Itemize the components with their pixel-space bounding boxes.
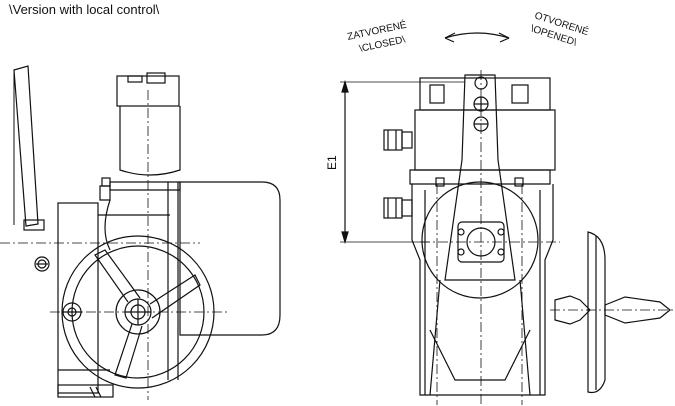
cable-gland-upper (383, 129, 413, 151)
motor-block (419, 77, 551, 111)
lever-hinge (23, 219, 45, 231)
lever-arm (13, 65, 39, 227)
gearbox-housing (179, 181, 281, 336)
actuator-housing (411, 184, 554, 396)
side-handwheel (587, 231, 606, 394)
rotation-arrow (444, 32, 510, 39)
position-disc (421, 181, 539, 299)
base-flange (57, 202, 99, 394)
wheel-handle (604, 296, 671, 324)
indicator-lever (444, 74, 516, 281)
caption: \Version with local control\ (9, 2, 160, 17)
motor-cap (119, 106, 181, 176)
motor-top (116, 75, 180, 107)
cable-gland-lower (383, 197, 413, 219)
bolt-icon (34, 256, 50, 272)
dimension-label: E1 (325, 155, 339, 170)
side-view (0, 65, 281, 400)
front-view (340, 32, 675, 405)
